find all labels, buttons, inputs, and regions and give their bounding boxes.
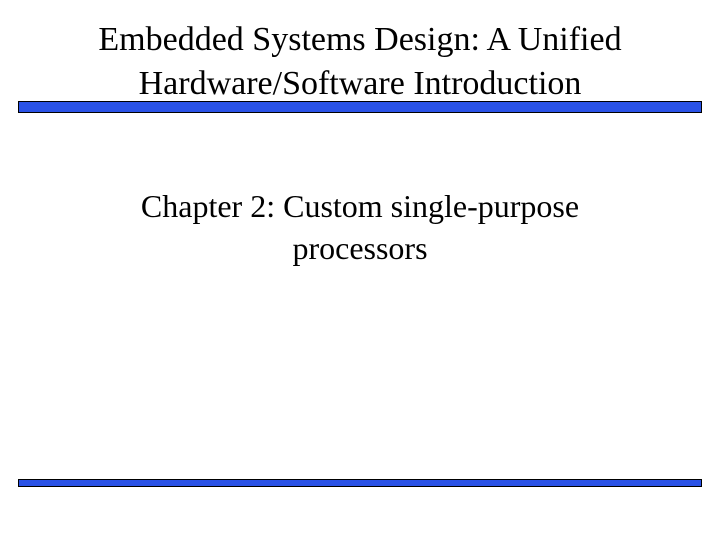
- bottom-divider-bar: [18, 479, 702, 487]
- slide-title: Embedded Systems Design: A Unified Hardw…: [0, 18, 720, 106]
- title-line-1: Embedded Systems Design: A Unified: [98, 21, 622, 58]
- top-divider-bar: [18, 101, 702, 113]
- title-line-2: Hardware/Software Introduction: [138, 65, 582, 102]
- subtitle-line-2: processors: [292, 230, 428, 266]
- subtitle-line-1: Chapter 2: Custom single-purpose: [140, 188, 580, 224]
- chapter-subtitle: Chapter 2: Custom single-purpose process…: [0, 185, 720, 269]
